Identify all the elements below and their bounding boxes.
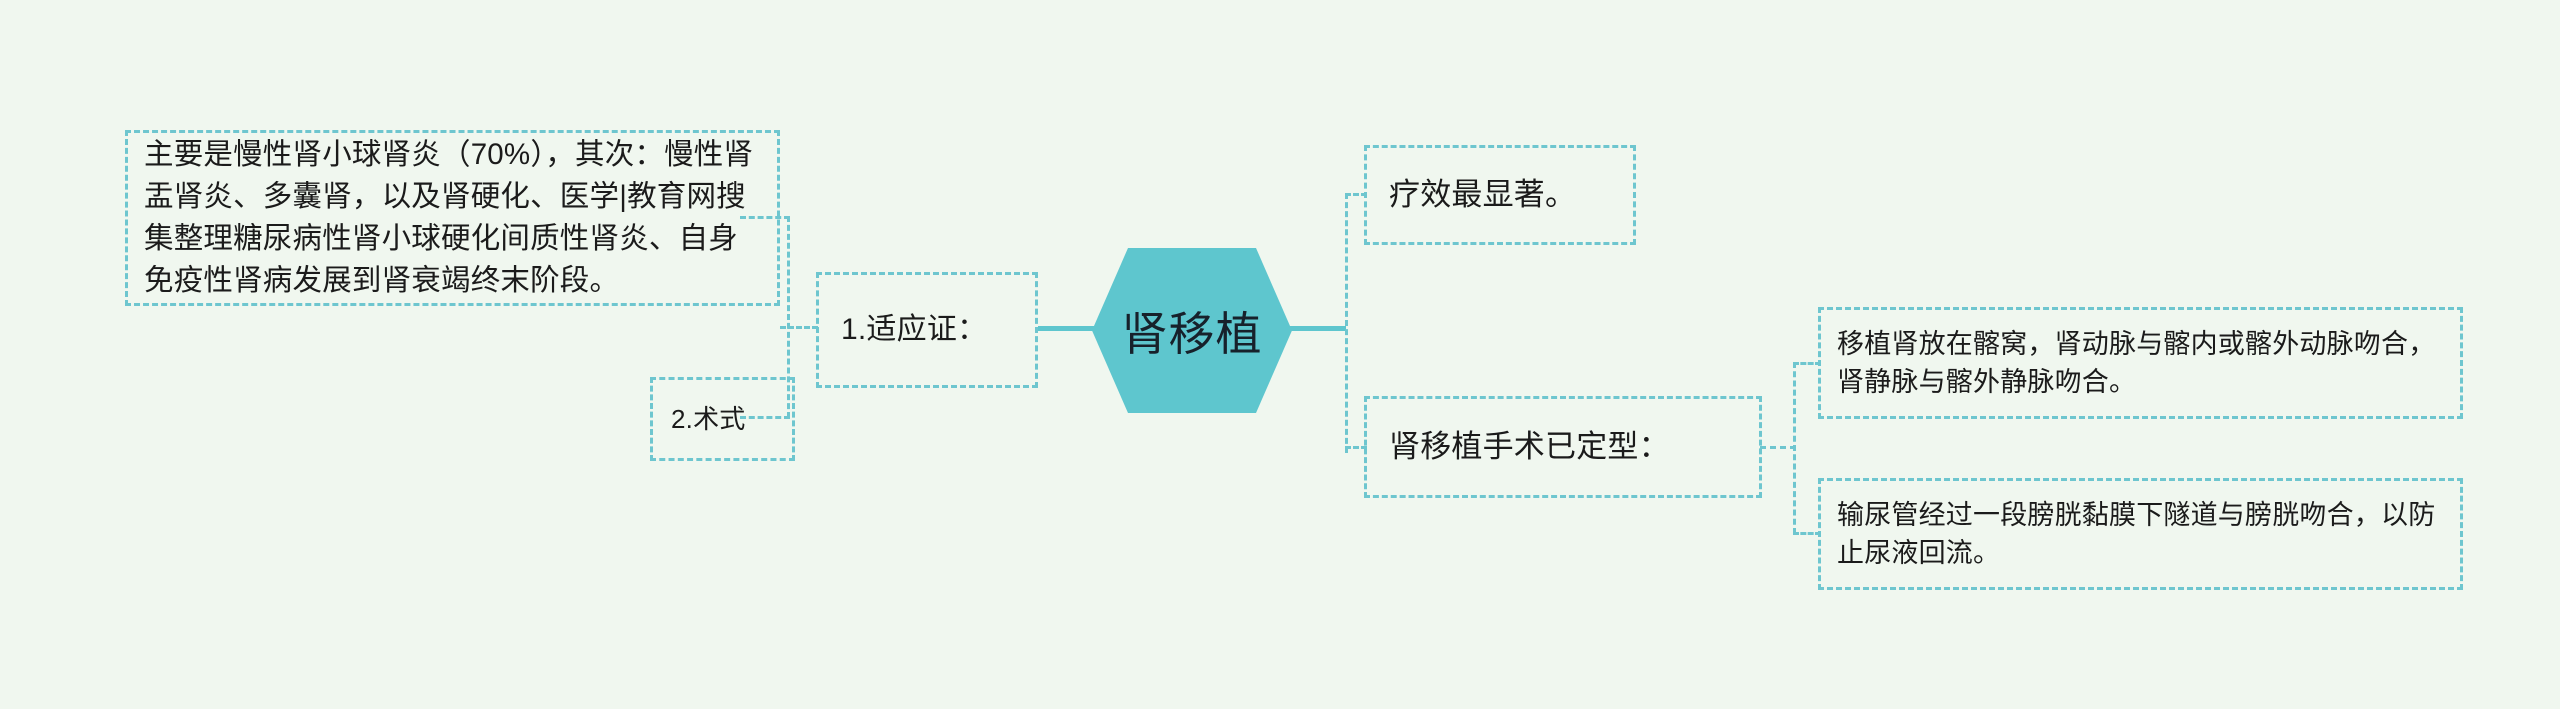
connector-right-spine — [1345, 193, 1348, 453]
node-procedure-label: 肾移植手术已定型： — [1389, 428, 1670, 464]
connector-technique — [740, 416, 790, 419]
connector-efficacy — [1345, 193, 1367, 196]
node-procedure[interactable]: 肾移植手术已定型： — [1364, 396, 1762, 498]
node-root-label: 肾移植 — [1121, 307, 1263, 360]
node-efficacy[interactable]: 疗效最显著。 — [1364, 145, 1636, 245]
connector-indications-out — [780, 326, 818, 329]
node-indications-detail[interactable]: 主要是慢性肾小球肾炎（70%），其次：慢性肾盂肾炎、多囊肾，以及肾硬化、医学|教… — [125, 130, 780, 306]
connector-root-left — [1038, 326, 1094, 331]
connector-root-right — [1290, 326, 1346, 331]
node-technique-label: 2.术式 — [671, 403, 746, 434]
connector-procedure-out — [1760, 446, 1796, 449]
node-efficacy-label: 疗效最显著。 — [1389, 176, 1577, 212]
node-placement[interactable]: 移植肾放在髂窝，肾动脉与髂内或髂外动脉吻合，肾静脉与髂外静脉吻合。 — [1818, 307, 2463, 419]
node-placement-label: 移植肾放在髂窝，肾动脉与髂内或髂外动脉吻合，肾静脉与髂外静脉吻合。 — [1837, 328, 2436, 397]
connector-procedure — [1345, 446, 1367, 449]
connector-second-spine — [1793, 362, 1796, 534]
node-technique[interactable]: 2.术式 — [650, 377, 795, 461]
connector-indications-detail — [740, 216, 790, 219]
node-indications-detail-label: 主要是慢性肾小球肾炎（70%），其次：慢性肾盂肾炎、多囊肾，以及肾硬化、医学|教… — [144, 138, 754, 297]
connector-placement — [1793, 362, 1821, 365]
connector-ureter — [1793, 532, 1821, 535]
node-ureter-label: 输尿管经过一段膀胱黏膜下隧道与膀胱吻合，以防止尿液回流。 — [1837, 499, 2436, 568]
connector-left-spine — [787, 216, 790, 418]
node-ureter[interactable]: 输尿管经过一段膀胱黏膜下隧道与膀胱吻合，以防止尿液回流。 — [1818, 478, 2463, 590]
node-indications-label: 1.适应证： — [841, 312, 988, 346]
node-indications[interactable]: 1.适应证： — [816, 272, 1038, 388]
node-root-kidney-transplant[interactable]: 肾移植 — [1092, 248, 1292, 413]
